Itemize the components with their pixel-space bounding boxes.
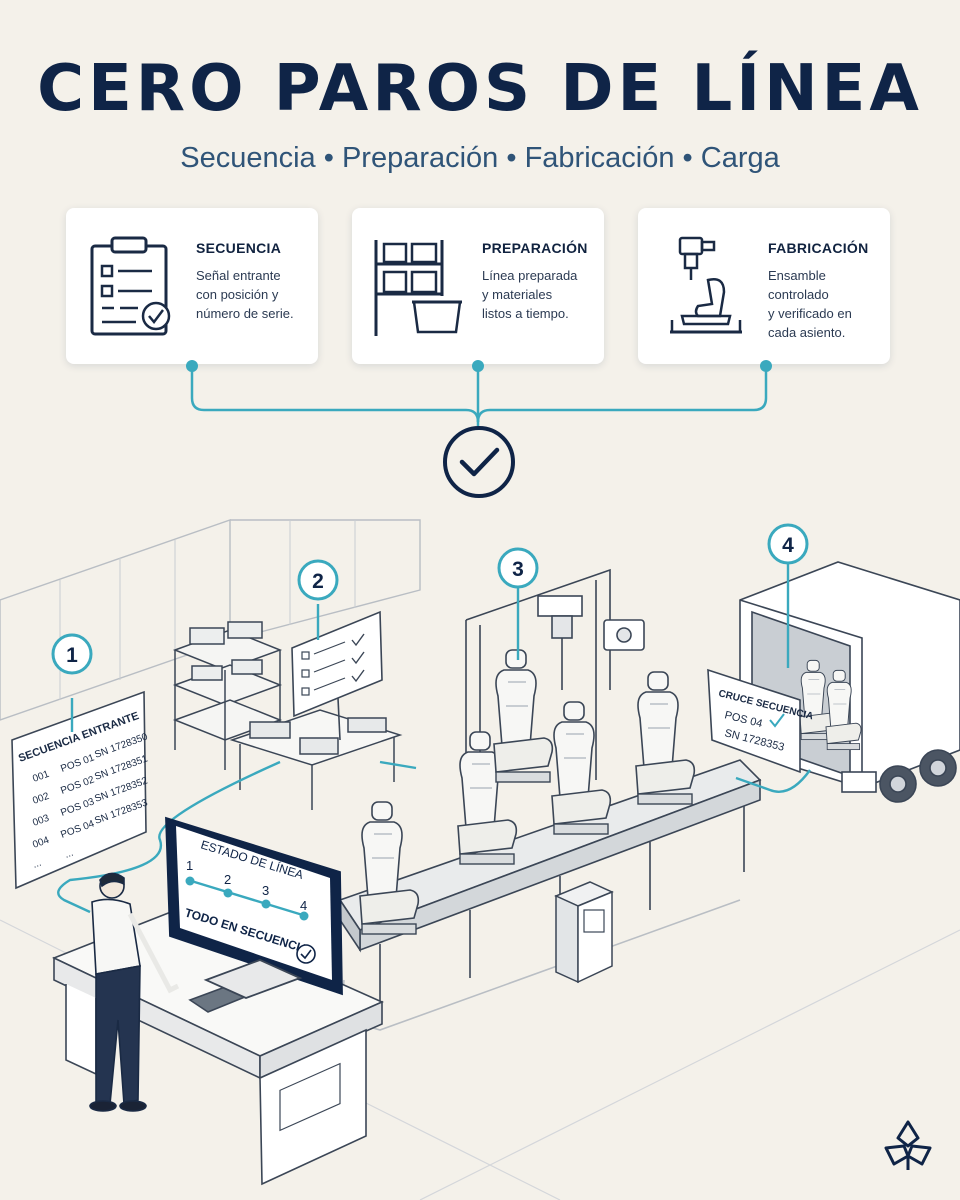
step-marker-4: 4 (767, 523, 809, 565)
seat (551, 701, 612, 835)
card-title: FABRICACIÓN (768, 240, 869, 256)
svg-text:...: ... (63, 848, 75, 861)
operator-figure (89, 872, 180, 1112)
page-title: CERO PAROS DE LÍNEA (37, 52, 923, 126)
factory-scene: CRUCE SECUENCIA POS 04 SN 1728353 SECUEN… (0, 519, 960, 1200)
flow-path (57, 562, 811, 914)
svg-text:3: 3 (512, 558, 524, 581)
card-secuencia: SECUENCIA Señal entrante con posición y … (66, 208, 318, 364)
svg-text:1: 1 (186, 858, 193, 873)
svg-text:4: 4 (782, 534, 794, 557)
card-title: PREPARACIÓN (482, 240, 588, 256)
connector-dot (472, 360, 484, 372)
check-circle-icon (443, 426, 515, 498)
step-marker-1: 1 (51, 633, 93, 675)
step-marker-3: 3 (497, 547, 539, 589)
incoming-sequence-board: SECUENCIA ENTRANTE 001 POS 01 SN 1728350… (11, 690, 150, 890)
svg-text:1: 1 (66, 644, 78, 667)
card-text: Ensamble controlado y verificado en cada… (768, 268, 852, 340)
card-text: Línea preparada y materiales listos a ti… (482, 268, 578, 321)
svg-text:...: ... (31, 858, 43, 871)
checklist-screen (291, 610, 383, 741)
step-marker-2: 2 (297, 559, 339, 601)
page-subtitle: Secuencia • Preparación • Fabricación • … (180, 142, 780, 174)
delivery-truck (739, 561, 960, 803)
seat (359, 801, 420, 935)
material-rack (172, 621, 283, 770)
control-cabinet (554, 881, 614, 984)
svg-text:2: 2 (312, 570, 324, 593)
svg-text:4: 4 (300, 898, 307, 913)
seat-assembly-icon (670, 236, 742, 334)
line-status-monitor: ESTADO DE LÍNEA 1 2 3 4 TODO EN SECUENCI… (165, 816, 343, 999)
svg-text:3: 3 (262, 883, 269, 898)
check-icon (769, 713, 785, 728)
prep-table (229, 709, 403, 810)
shelving-icon (374, 240, 462, 336)
brand-logo-icon (884, 1120, 932, 1170)
card-preparacion: PREPARACIÓN Línea preparada y materiales… (352, 208, 604, 364)
connector-dot (186, 360, 198, 372)
clipboard-icon (90, 236, 171, 336)
card-fabricacion: FABRICACIÓN Ensamble controlado y verifi… (638, 208, 890, 364)
seat (493, 649, 554, 783)
svg-text:2: 2 (224, 872, 231, 887)
card-title: SECUENCIA (196, 240, 282, 256)
connector-dot (760, 360, 772, 372)
card-text: Señal entrante con posición y número de … (196, 268, 294, 321)
connector-diagram (186, 360, 772, 498)
seat (635, 671, 696, 805)
